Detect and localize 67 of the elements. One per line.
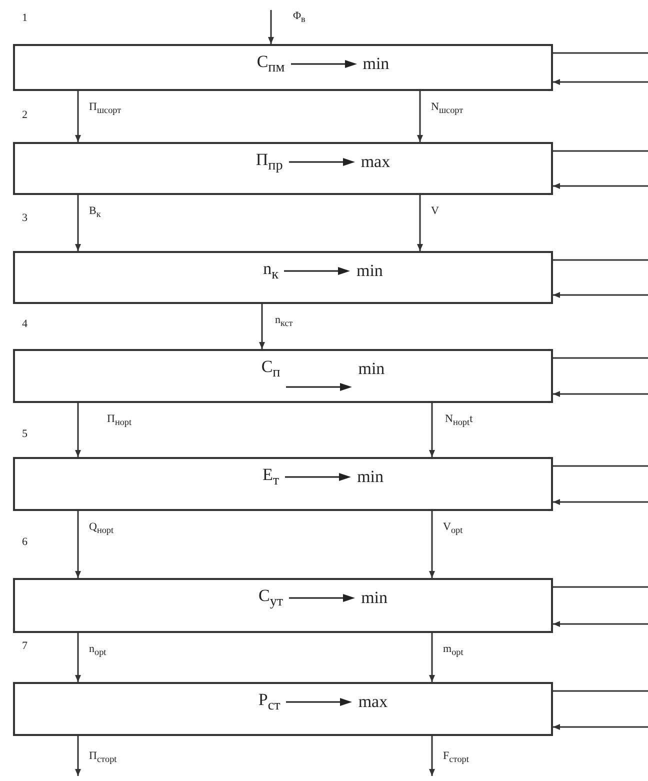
target-variable: C$_{п}$ — [261, 357, 280, 382]
arrow — [417, 195, 423, 251]
feedback-line — [553, 259, 648, 261]
feedback-line — [553, 586, 648, 588]
feedback-line — [553, 150, 648, 152]
feedback-line — [553, 357, 648, 359]
edge-label: V$_{opt}$ — [442, 521, 464, 536]
step-number: 3 — [22, 212, 28, 224]
feedback-arrow — [553, 499, 648, 505]
optimization-goal: min — [362, 54, 390, 74]
step-number: 7 — [22, 640, 28, 652]
arrow — [268, 10, 274, 44]
step-number: 1 — [22, 12, 28, 24]
target-variable: Π$_{пр}$ — [256, 150, 283, 174]
arrow — [259, 304, 265, 349]
arrow — [75, 91, 81, 142]
arrow — [429, 736, 435, 776]
optimization-goal: max — [360, 152, 390, 172]
optimization-goal: min — [361, 588, 388, 608]
arrow — [75, 511, 81, 578]
arrow — [75, 736, 81, 776]
process-box — [13, 578, 553, 633]
feedback-line — [553, 465, 648, 467]
process-box — [13, 457, 553, 511]
arrow — [429, 511, 435, 578]
step-number: 2 — [22, 109, 28, 121]
process-box — [13, 142, 553, 195]
target-variable: P$_{ст}$ — [258, 690, 280, 714]
feedback-line — [553, 690, 648, 692]
process-box — [13, 251, 553, 304]
feedback-arrow — [553, 79, 648, 85]
target-variable: C$_{ут}$ — [258, 586, 284, 610]
process-box — [13, 349, 553, 403]
step-number: 6 — [22, 536, 28, 548]
target-variable: E$_{т}$ — [262, 465, 280, 490]
feedback-arrow — [553, 724, 648, 730]
arrow — [75, 195, 81, 251]
edge-label: F$_{cтopt}$ — [442, 750, 470, 764]
arrow — [429, 403, 435, 457]
optimization-goal: min — [357, 467, 384, 488]
edge-label: N$_{нopt}$t — [444, 413, 474, 428]
arrow — [75, 403, 81, 457]
process-box — [13, 682, 553, 736]
feedback-arrow — [553, 391, 648, 397]
step-number: 4 — [22, 318, 28, 330]
optimization-goal: min — [356, 261, 383, 282]
edge-label: B$_{к}$ — [88, 205, 102, 220]
edge-label: N$_{шсорт}$ — [430, 101, 464, 116]
edge-label: Π$_{шсорт}$ — [88, 101, 122, 116]
feedback-arrow — [553, 621, 648, 627]
feedback-line — [553, 52, 648, 54]
edge-label: Π$_{cтopt}$ — [88, 750, 118, 764]
optimization-goal: max — [358, 692, 388, 712]
arrow — [417, 91, 423, 142]
edge-label: Π$_{нopt}$ — [106, 413, 133, 428]
feedback-arrow — [553, 292, 648, 298]
process-box — [13, 44, 553, 91]
edge-label: Q$_{нopt}$ — [88, 521, 115, 536]
edge-label: V — [430, 205, 440, 217]
target-variable: C$_{пм}$ — [256, 52, 285, 76]
feedback-arrow — [553, 183, 648, 189]
step-number: 5 — [22, 428, 28, 440]
optimization-goal: min — [358, 359, 385, 380]
edge-label: Φ$_{в}$ — [292, 10, 306, 24]
arrow — [75, 633, 81, 682]
target-variable: n$_{к}$ — [263, 259, 278, 284]
arrow — [429, 633, 435, 682]
